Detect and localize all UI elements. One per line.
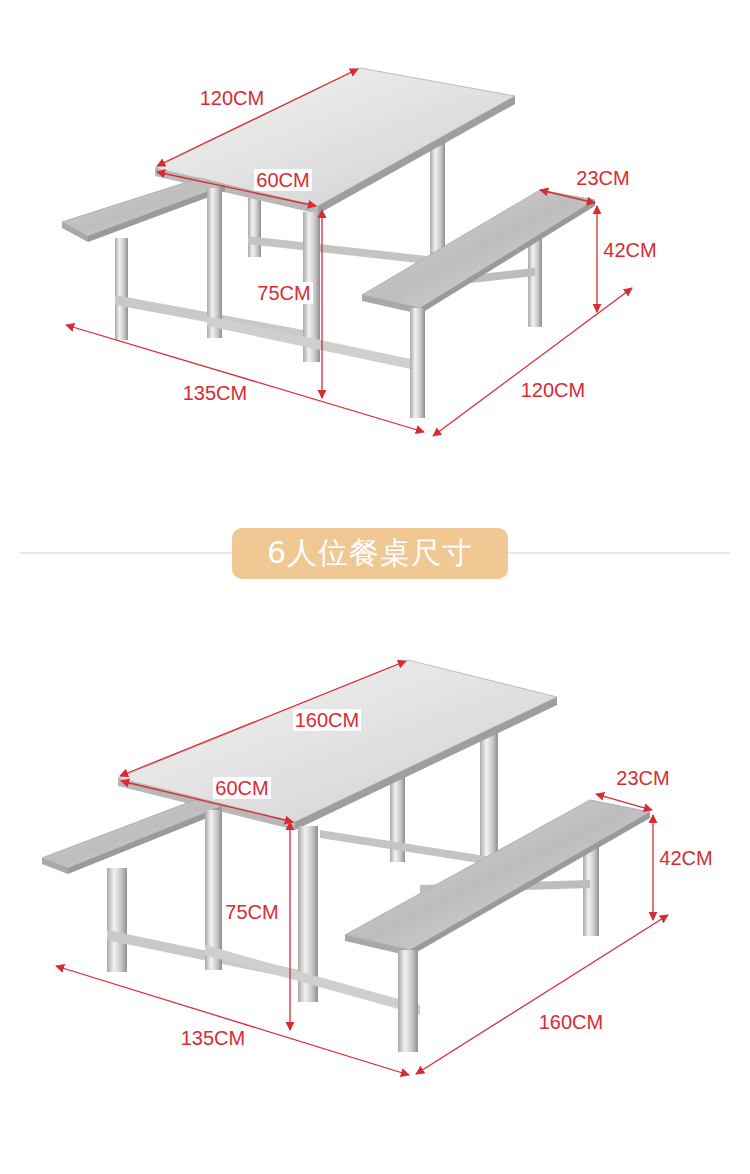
table-bottom-figure xyxy=(42,660,650,1052)
stretcher-bar xyxy=(207,316,425,372)
heading-banner: 6人位餐桌尺寸 xyxy=(232,528,508,579)
dimension-label: 160CM xyxy=(537,1011,605,1033)
bench-top xyxy=(345,800,650,950)
dimension-line xyxy=(56,966,409,1075)
bench-leg xyxy=(398,950,418,1052)
dimension-label: 60CM xyxy=(254,169,311,191)
table-leg xyxy=(207,188,222,338)
dimension-label: 42CM xyxy=(601,239,658,261)
table-edge xyxy=(318,96,515,214)
dimension-line xyxy=(157,69,358,166)
dimension-label: 23CM xyxy=(614,767,671,789)
table-top-figure xyxy=(62,68,595,418)
dimension-label: 75CM xyxy=(223,901,280,923)
bench-edge xyxy=(88,185,225,242)
bench-top xyxy=(362,190,595,308)
bench-edge xyxy=(42,858,68,874)
dimension-label: 120CM xyxy=(519,379,587,401)
dimension-line xyxy=(540,190,595,203)
bench-leg xyxy=(410,308,425,418)
dimension-label: 160CM xyxy=(293,709,361,731)
dimension-label: 60CM xyxy=(213,777,270,799)
dimension-line xyxy=(120,661,406,776)
bench-leg xyxy=(115,238,128,340)
dimension-line xyxy=(596,206,597,312)
stretcher-bar xyxy=(205,945,420,1015)
dimension-label: 135CM xyxy=(179,1027,247,1049)
dimension-line xyxy=(66,325,424,432)
dimension-line xyxy=(321,210,322,398)
dimension-line xyxy=(416,915,668,1074)
table-leg xyxy=(248,195,261,257)
heading-text: 6人位餐桌尺寸 xyxy=(267,533,473,574)
dimension-lines xyxy=(66,69,632,436)
bench-edge xyxy=(420,200,595,314)
stretcher-bar xyxy=(248,236,445,266)
stretcher-bar xyxy=(320,830,498,866)
dimension-line xyxy=(596,794,652,810)
bench-edge xyxy=(62,222,88,242)
dimension-lines xyxy=(56,661,668,1075)
dimension-line xyxy=(289,822,290,1030)
bench-edge xyxy=(410,812,650,956)
bench-top xyxy=(62,178,225,236)
dimension-label: 120CM xyxy=(198,87,266,109)
dimension-label: 135CM xyxy=(181,382,249,404)
dimension-line xyxy=(433,288,632,436)
bench-top xyxy=(42,800,222,868)
bench-edge xyxy=(68,806,222,874)
dimension-label: 23CM xyxy=(574,167,631,189)
dimension-label: 75CM xyxy=(255,282,312,304)
dimension-label: 42CM xyxy=(657,847,714,869)
bench-leg xyxy=(107,868,127,972)
dimension-line xyxy=(652,815,653,920)
